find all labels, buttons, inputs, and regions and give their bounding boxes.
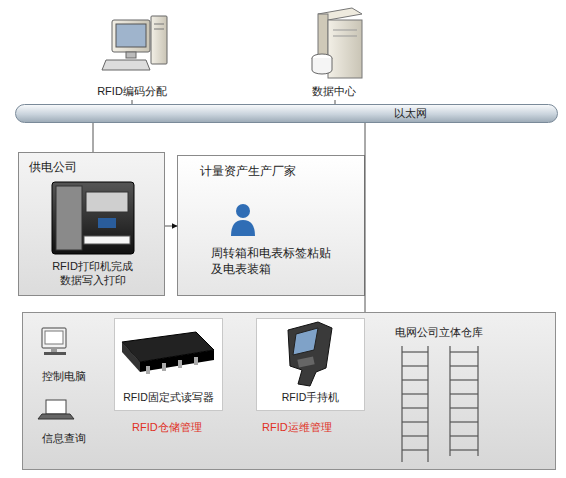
process-box: 计量资产生产厂家周转箱和电表标签粘贴及电表装箱	[177, 155, 365, 296]
node-text: RFID手持机	[257, 391, 364, 405]
node-text: RFID打印机完成数据写入打印	[47, 259, 138, 288]
node-text: 以太网	[394, 106, 454, 120]
node-text: 控制电脑	[31, 369, 97, 383]
device-node: 信息查询	[31, 397, 97, 449]
connector-line	[165, 226, 177, 227]
device-node: 控制电脑	[31, 323, 97, 385]
node-title: 供电公司	[29, 160, 129, 176]
network-bus: 以太网	[15, 104, 558, 123]
annotation-label: RFID运维管理	[262, 420, 332, 434]
annotation-label: RFID仓储管理	[132, 420, 202, 434]
node-text: 数据中心	[298, 84, 370, 98]
process-box: 供电公司 RFID打印机完成数据写入打印	[18, 152, 165, 296]
connector-line	[93, 123, 94, 152]
node-text: 周转箱和电表标签粘贴及电表装箱	[211, 246, 333, 277]
icon-node: RFID编码分配	[90, 12, 174, 100]
computer-icon	[102, 16, 167, 70]
node-text: 信息查询	[31, 431, 97, 445]
node-title: 计量资产生产厂家	[200, 164, 350, 180]
node-text: RFID固定式读写器	[115, 391, 222, 405]
icon-node: 数据中心	[298, 8, 370, 100]
server-icon	[312, 8, 362, 78]
node-text: 电网公司立体仓库	[395, 325, 515, 339]
device-box: RFID手持机	[256, 318, 365, 411]
node-text: RFID编码分配	[90, 84, 174, 98]
device-box: RFID固定式读写器	[114, 318, 223, 411]
group-box: 电网公司立体仓库控制电脑信息查询 RFID固定式读写器 RFID手持机	[22, 312, 556, 470]
